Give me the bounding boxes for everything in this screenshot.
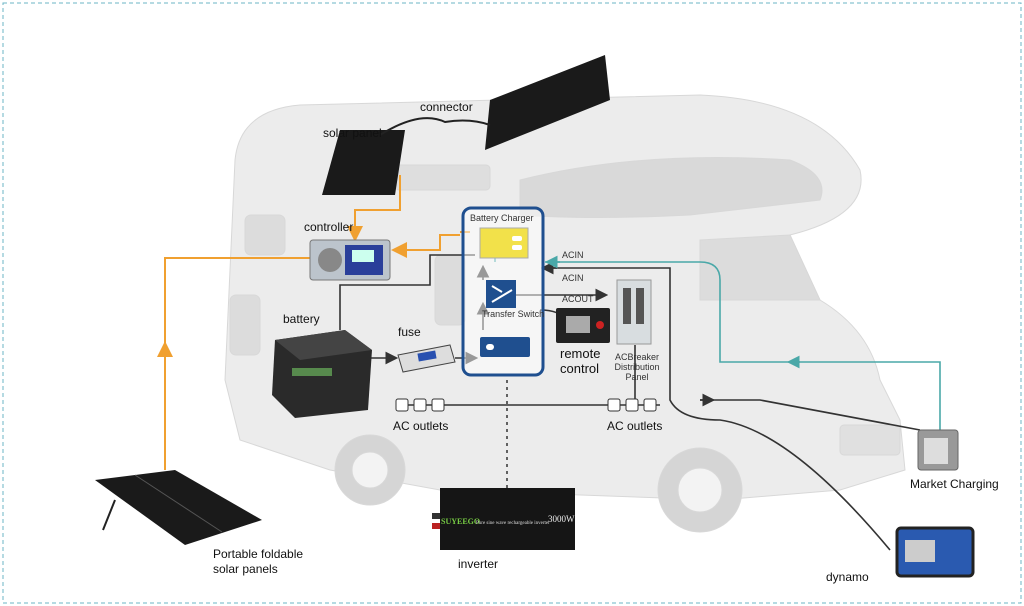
label-portable-1: Portable foldable [213,547,304,561]
transfer-switch-icon [486,280,516,308]
label-acout: ACOUT [562,294,594,304]
label-portable-2: solar panels [213,562,278,576]
label-market-charging: Market Charging [910,477,999,491]
label-panel: Panel [625,372,649,382]
label-controller: controller [304,220,354,234]
ac-outlets-right [607,398,657,412]
label-connector: connector [420,100,473,114]
label-ac-outlets-right: AC outlets [607,419,663,433]
label-inverter: inverter [458,557,499,571]
charger-transfer-switch-group [461,206,545,377]
rv-illustration [224,94,906,533]
label-remote: remote [560,346,601,361]
label-control: control [560,361,600,376]
label-solar-panel: solar panel [323,126,382,140]
roof-solar-panel-left [322,130,405,195]
solar-controller [309,239,391,281]
portable-solar-panels [95,470,262,545]
roof-solar-panel-right [485,55,610,150]
label-distribution: Distribution [614,362,660,372]
label-battery: battery [283,312,320,326]
fuse [397,344,456,373]
market-charging-post [917,429,959,471]
label-ac-outlets-left: AC outlets [393,419,449,433]
inverter: SUYEEGO Pure sine wave rechargeable inve… [432,488,575,550]
label-acin-2: ACIN [562,273,584,283]
label-transfer-switch: Transfer Switch [482,309,545,319]
ac-breaker-panel [616,279,652,345]
inverter-power: 3000W [548,514,575,524]
battery [272,330,372,418]
ac-outlets-left [395,398,445,412]
label-acbreaker: ACBreaker [614,352,659,362]
label-acin-1: ACIN [562,250,584,260]
connector-cable [379,117,491,136]
label-dynamo: dynamo [826,570,869,584]
inverter-description: Pure sine wave rechargeable inverter [476,521,550,526]
battery-charger [479,227,529,259]
dynamo-generator [895,526,975,578]
inverter-brand: SUYEEGO [441,517,480,526]
remote-control [556,308,610,343]
label-fuse: fuse [398,325,421,339]
solar-wiring [157,175,470,470]
label-battery-charger: Battery Charger [470,213,534,223]
inverter-charger-module [480,337,530,357]
